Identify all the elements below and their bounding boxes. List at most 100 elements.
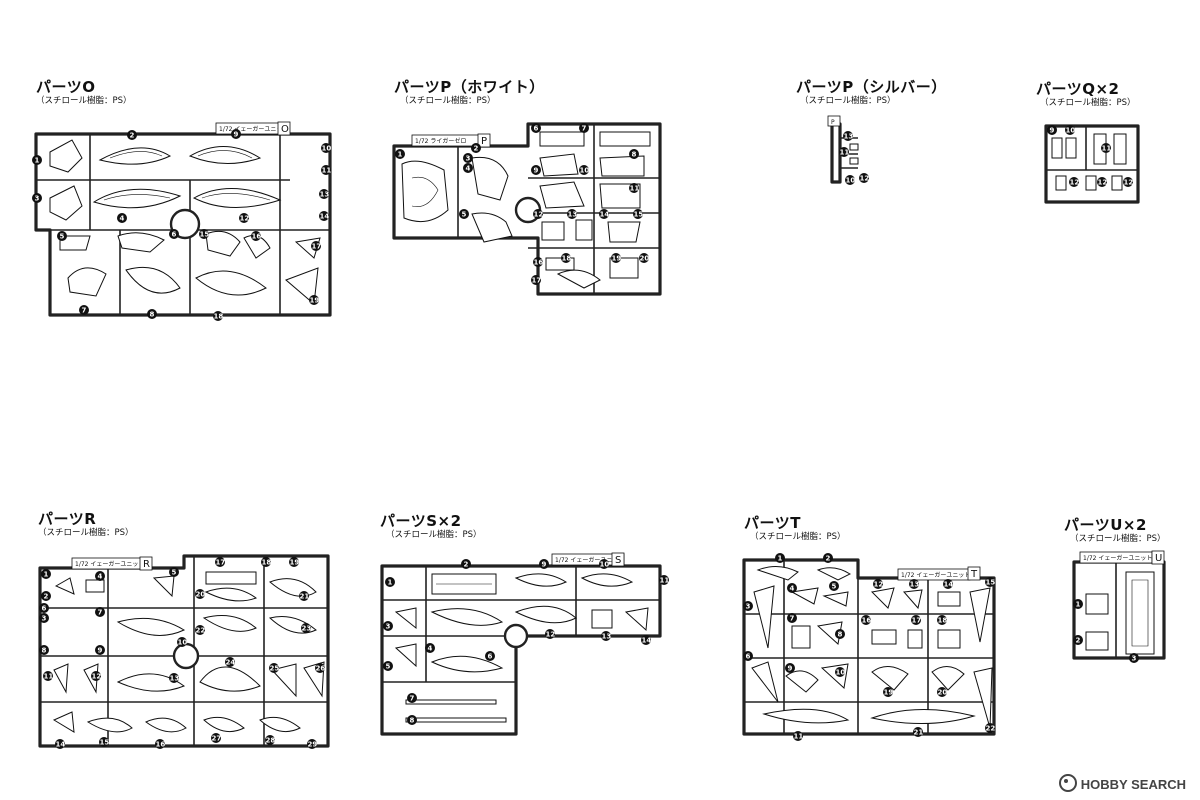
panel-p-white-title: パーツP（ホワイト） [394,78,545,96]
svg-text:6: 6 [42,605,47,613]
panel-t-title: パーツT [744,514,801,532]
svg-text:29: 29 [308,741,318,749]
svg-text:6: 6 [534,125,539,133]
svg-text:14: 14 [944,581,954,589]
part-number-markers: 1 2 3 [1073,599,1139,663]
sprue-p-silver-letter: P [831,119,835,126]
svg-text:13: 13 [844,133,854,141]
sprue-o-tag: 1/72 イェーガーユニット [219,125,288,133]
watermark-text: HOBBY SEARCH [1080,777,1186,792]
svg-text:2: 2 [44,593,49,601]
svg-text:14: 14 [320,213,330,221]
svg-text:9: 9 [98,647,103,655]
svg-text:10: 10 [836,669,846,677]
svg-text:12: 12 [1070,179,1080,187]
panel-q-material: （スチロール樹脂：PS） [1040,98,1136,108]
svg-text:17: 17 [216,559,226,567]
part-number-markers: 1 2 3 4 5 6 7 8 9 10 11 12 13 14 15 16 1… [39,557,325,749]
svg-text:9: 9 [534,167,539,175]
panel-r-title: パーツR [38,510,97,528]
panel-t-material: （スチロール樹脂：PS） [750,532,846,542]
svg-text:15: 15 [200,231,210,239]
panel-o-material: （スチロール樹脂：PS） [36,96,132,106]
svg-text:3: 3 [35,195,40,203]
svg-text:1: 1 [778,555,783,563]
sprue-p-white: 1/72 ライガーゼロ P 1 2 3 4 5 6 7 8 9 10 11 12… [392,122,662,296]
svg-text:10: 10 [178,639,188,647]
svg-text:19: 19 [884,689,894,697]
sprue-p-silver: P 13 11 10 12 [827,115,869,185]
svg-text:20: 20 [196,591,206,599]
svg-text:1: 1 [1076,601,1081,609]
svg-text:7: 7 [98,609,103,617]
svg-text:5: 5 [172,569,177,577]
sprue-p-white-tag: 1/72 ライガーゼロ [415,137,466,145]
svg-text:12: 12 [546,631,556,639]
svg-text:10: 10 [580,167,590,175]
panel-q-title: パーツQ×2 [1036,80,1120,98]
svg-text:7: 7 [82,307,87,315]
sprue-u: 1/72 イェーガーユニット U 1 2 3 [1072,550,1166,663]
part-number-markers: 1 2 3 4 5 6 7 8 9 10 11 12 13 14 15 16 1… [32,129,331,321]
svg-text:16: 16 [534,259,544,267]
panel-u-material: （スチロール樹脂：PS） [1070,534,1166,544]
svg-text:1: 1 [398,151,403,159]
svg-text:9: 9 [1050,127,1055,135]
svg-text:28: 28 [266,737,276,745]
svg-text:11: 11 [794,733,804,741]
svg-text:17: 17 [312,243,322,251]
svg-text:8: 8 [632,151,637,159]
svg-text:8: 8 [150,311,155,319]
svg-text:3: 3 [746,603,751,611]
svg-text:10: 10 [1066,127,1076,135]
svg-text:18: 18 [262,559,272,567]
svg-text:10: 10 [600,561,610,569]
svg-text:1: 1 [44,571,49,579]
sprue-u-tag: 1/72 イェーガーユニット [1083,554,1152,562]
sprue-t: 1/72 イェーガーユニット T 1 2 3 4 5 6 7 8 9 10 11… [742,553,996,741]
svg-text:11: 11 [1102,145,1112,153]
svg-text:12: 12 [860,175,870,183]
sprue-t-tag: 1/72 イェーガーユニット [901,571,970,579]
svg-text:5: 5 [832,583,837,591]
part-number-markers: 13 11 10 12 [839,131,869,185]
svg-text:1: 1 [388,579,393,587]
svg-text:20: 20 [640,255,650,263]
svg-text:3: 3 [386,623,391,631]
sprue-s-tag: 1/72 イェーガーユニット [555,556,624,564]
svg-text:3: 3 [1132,655,1137,663]
svg-text:13: 13 [910,581,920,589]
svg-text:18: 18 [562,255,572,263]
svg-text:5: 5 [386,663,391,671]
sprue-r: 1/72 イェーガーユニット R 1 2 3 4 5 6 7 8 9 10 11… [38,554,330,749]
panel-p-silver-material: （スチロール樹脂：PS） [800,96,896,106]
svg-text:6: 6 [746,653,751,661]
panel-s-material: （スチロール樹脂：PS） [386,530,482,540]
sprue-r-tag: 1/72 イェーガーユニット [75,560,144,568]
part-number-markers: 1 2 3 4 5 6 7 8 9 10 11 12 13 14 [383,559,669,725]
hobby-search-logo-icon [1058,774,1077,792]
sprue-p-white-letter: P [481,136,487,147]
svg-text:12: 12 [1098,179,1108,187]
svg-text:8: 8 [410,717,415,725]
svg-text:9: 9 [234,131,239,139]
svg-text:19: 19 [310,297,320,305]
svg-text:15: 15 [986,579,996,587]
svg-text:4: 4 [98,573,103,581]
svg-text:10: 10 [846,177,856,185]
panel-s-title: パーツS×2 [380,512,462,530]
svg-text:26: 26 [316,665,326,673]
svg-text:14: 14 [56,741,66,749]
svg-text:17: 17 [912,617,922,625]
panel-p-silver-title: パーツP（シルバー） [796,78,947,96]
svg-text:18: 18 [214,313,224,321]
svg-text:16: 16 [252,233,262,241]
panel-p-white-material: （スチロール樹脂：PS） [400,96,496,106]
svg-text:25: 25 [270,665,280,673]
panel-u-title: パーツU×2 [1064,516,1147,534]
svg-text:2: 2 [130,132,135,140]
sprue-o-letter: O [281,124,289,135]
svg-text:3: 3 [466,155,471,163]
svg-text:11: 11 [660,577,670,585]
svg-text:20: 20 [938,689,948,697]
